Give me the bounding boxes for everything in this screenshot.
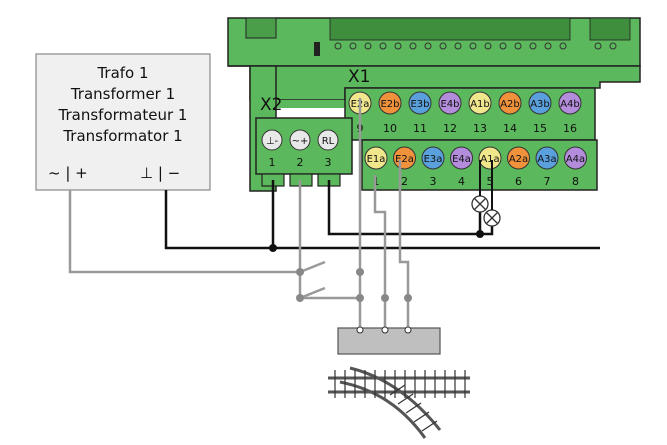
x1-terminal-label: E3a bbox=[424, 154, 443, 165]
lamp-icon bbox=[471, 195, 489, 213]
x1-terminal-number: 5 bbox=[487, 175, 494, 188]
turnout-track-icon bbox=[328, 366, 470, 439]
transformer-label-line: Transformateur 1 bbox=[58, 106, 188, 124]
x1-terminal-number: 15 bbox=[533, 122, 547, 135]
lamp-icon bbox=[483, 209, 501, 227]
x1-terminal-number: 10 bbox=[383, 122, 397, 135]
x1-terminal-a1b-screw[interactable] bbox=[468, 91, 492, 115]
transformer-ac-label: ~ | + bbox=[48, 164, 88, 182]
x1-terminal-label: E4b bbox=[440, 99, 459, 110]
x1-terminal-label: E1a bbox=[367, 154, 386, 165]
transformer-label-line: Transformer 1 bbox=[70, 85, 175, 103]
x1-terminal-label: A1b bbox=[470, 99, 490, 110]
x2-terminal-number: 3 bbox=[325, 156, 332, 169]
x1-terminal-label: A2b bbox=[500, 99, 520, 110]
x2-terminal-screw[interactable] bbox=[317, 129, 339, 151]
x1-terminal-number: 2 bbox=[401, 175, 408, 188]
x1-terminal-a2a-screw[interactable] bbox=[507, 146, 530, 170]
x1-terminal-label: E2a bbox=[395, 154, 414, 165]
x1-terminal-number: 12 bbox=[443, 122, 457, 135]
board-component bbox=[245, 17, 277, 39]
x1-terminal-label: A1a bbox=[480, 154, 499, 165]
x1-terminal-a4a-screw[interactable] bbox=[564, 146, 587, 170]
x1-terminal-number: 6 bbox=[515, 175, 522, 188]
x1-terminal-label: A2a bbox=[509, 154, 528, 165]
switch-motor-terminals bbox=[356, 326, 412, 334]
x2-terminal-number: 1 bbox=[269, 156, 276, 169]
board-led bbox=[314, 42, 320, 56]
x2-terminal-number: 2 bbox=[297, 156, 304, 169]
x1-terminal-e4a-screw[interactable] bbox=[450, 146, 473, 170]
x2-terminal-icon: RL bbox=[322, 136, 335, 147]
x1-terminal-label: A3b bbox=[530, 99, 550, 110]
x1-terminal-label: A4a bbox=[566, 154, 585, 165]
transformer-label-line: Trafo 1 bbox=[96, 64, 148, 82]
wire-grey-switches bbox=[299, 98, 410, 330]
x1-terminal-number: 4 bbox=[458, 175, 465, 188]
wire-black-ground bbox=[164, 180, 600, 250]
x1-terminal-number: 16 bbox=[563, 122, 577, 135]
x2-title: X2 bbox=[260, 95, 282, 115]
board-pin-strip bbox=[329, 17, 631, 41]
x1-terminal-label: E3b bbox=[410, 99, 429, 110]
x1-terminal-number: 11 bbox=[413, 122, 427, 135]
x1-terminal-number: 13 bbox=[473, 122, 487, 135]
x2-terminal-icon: ~+ bbox=[292, 136, 309, 147]
x1-terminal-a4b-screw[interactable] bbox=[558, 91, 582, 115]
x1-terminal-e3a-screw[interactable] bbox=[421, 146, 445, 170]
x1-terminal-e2b-screw[interactable] bbox=[378, 91, 402, 115]
transformer-gnd-label: ⊥ | − bbox=[140, 164, 180, 182]
x2-terminal-screw[interactable] bbox=[261, 129, 283, 151]
x1-terminal-number: 8 bbox=[572, 175, 579, 188]
x1-terminal-e4b-screw[interactable] bbox=[438, 91, 462, 115]
x1-terminal-number: 14 bbox=[503, 122, 517, 135]
x1-terminal-number: 3 bbox=[430, 175, 437, 188]
x1-terminal-a3b-screw[interactable] bbox=[528, 91, 552, 115]
transformer-label-line: Transformator 1 bbox=[62, 127, 182, 145]
x1-terminal-label: A4b bbox=[560, 99, 580, 110]
switch-motor-box bbox=[337, 327, 441, 355]
x1-terminal-e1a-screw[interactable] bbox=[364, 146, 388, 170]
x1-terminal-number: 7 bbox=[544, 175, 551, 188]
board-holes bbox=[334, 42, 617, 50]
x1-terminal-label: A3a bbox=[537, 154, 556, 165]
x1-terminal-label: E4a bbox=[452, 154, 471, 165]
transformer-box bbox=[35, 53, 211, 191]
x1-terminal-a2b-screw[interactable] bbox=[498, 91, 522, 115]
decoder-board bbox=[227, 17, 641, 67]
x1-title: X1 bbox=[348, 67, 370, 87]
wire-junctions bbox=[269, 230, 484, 302]
x1-terminal-e3b-screw[interactable] bbox=[408, 91, 432, 115]
x1-terminal-a1a-screw[interactable] bbox=[478, 146, 502, 170]
x1-terminal-a3a-screw[interactable] bbox=[535, 146, 559, 170]
x2-terminal-screw[interactable] bbox=[289, 129, 311, 151]
x1-terminal-label: E2b bbox=[380, 99, 399, 110]
wire-grey-ac bbox=[68, 180, 360, 300]
x2-terminal-icon: ⊥- bbox=[266, 136, 279, 147]
